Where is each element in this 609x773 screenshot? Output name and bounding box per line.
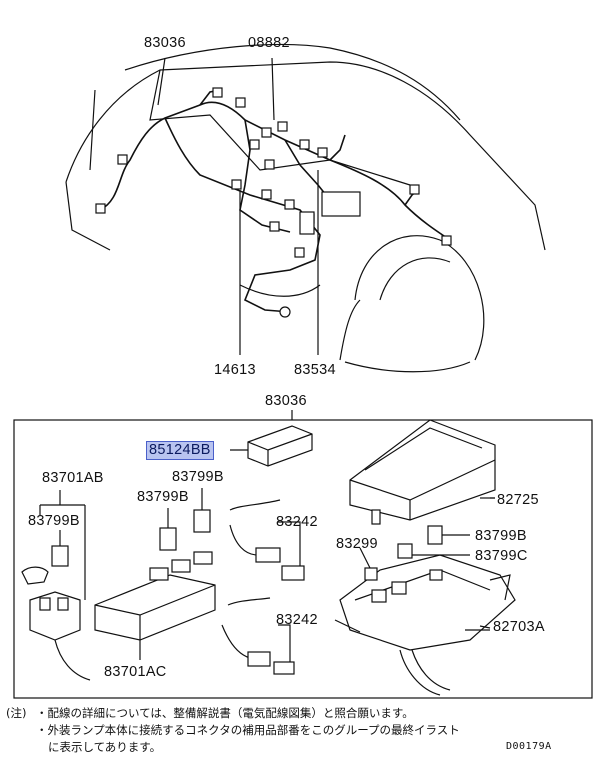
wiring-harness (99, 89, 451, 313)
connector-83242-lower (221, 597, 295, 675)
relay-83299 (359, 547, 378, 581)
connector-83242-upper (229, 499, 305, 581)
fuse-box-lid-82725 (349, 419, 496, 525)
part-label-83036-box[interactable]: 83036 (265, 393, 307, 409)
part-label-82725[interactable]: 82725 (497, 492, 539, 508)
wheel-arch (339, 235, 485, 373)
relay-83799B-right (427, 525, 470, 545)
part-label-83242-upper[interactable]: 83242 (276, 514, 318, 530)
part-label-83799B-right[interactable]: 83799B (475, 528, 527, 544)
leader-lines-upper (157, 57, 319, 355)
part-label-85124BB[interactable]: 85124BB (146, 441, 214, 460)
drawing-code: D00179A (506, 741, 552, 752)
relay-box-82703A (334, 554, 516, 696)
relay-block-83701AB (21, 490, 91, 681)
harness-connectors (95, 87, 452, 318)
detail-frame (13, 419, 593, 699)
part-label-83799B-mid[interactable]: 83799B (137, 489, 189, 505)
part-label-83299[interactable]: 83299 (336, 536, 378, 552)
part-label-83036-top[interactable]: 83036 (144, 35, 186, 51)
part-label-83701AC[interactable]: 83701AC (104, 664, 167, 680)
note-line-2: ・外装ランプ本体に接続するコネクタの補用品部番をこのグループの最終イラスト (36, 723, 460, 737)
note-line-3: に表示してあります。 (48, 740, 162, 754)
part-label-83799C[interactable]: 83799C (475, 548, 528, 564)
part-label-82703A[interactable]: 82703A (493, 619, 545, 635)
leader-lines-lower (479, 497, 495, 629)
note-line-1: ・配線の詳細については、整備解説書（電気配線図集）と照合願います。 (36, 706, 414, 720)
part-label-83242-lower[interactable]: 83242 (276, 612, 318, 628)
part-label-83799B-top[interactable]: 83799B (172, 469, 224, 485)
part-label-14613[interactable]: 14613 (214, 362, 256, 378)
relay-83799B-middle (159, 488, 211, 551)
note-prefix: (注) (6, 706, 27, 720)
relay-83799C (397, 543, 470, 559)
relay-block-83701AC (94, 551, 216, 660)
part-label-83534[interactable]: 83534 (294, 362, 336, 378)
part-label-08882[interactable]: 08882 (248, 35, 290, 51)
part-label-83701AB[interactable]: 83701AB (42, 470, 104, 486)
part-label-83799B-left[interactable]: 83799B (28, 513, 80, 529)
relay-85124BB (230, 425, 313, 467)
